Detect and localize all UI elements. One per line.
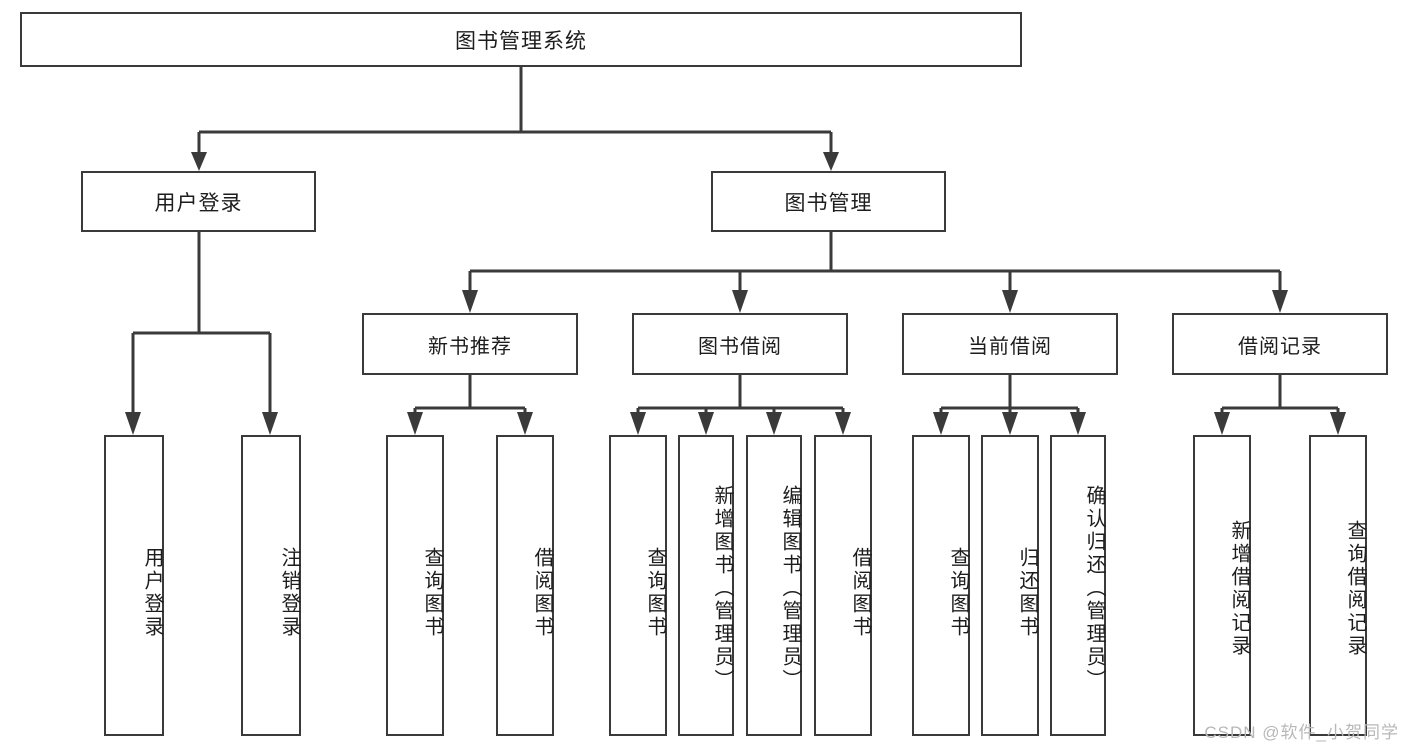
leaf-new-book-recommend-2[interactable]: 借阅图书 <box>496 435 554 736</box>
leaf-label: 编辑图书（管理员） <box>779 485 801 692</box>
leaf-book-borrow-2[interactable]: 新增图书（管理员） <box>678 435 734 736</box>
arrow-bb-c1 <box>630 412 646 435</box>
arrow-bb-c4 <box>835 412 851 435</box>
leaf-borrow-record-1[interactable]: 新增借阅记录 <box>1193 435 1251 736</box>
node-user-login-label: 用户登录 <box>154 191 243 215</box>
arrow-bm-c1 <box>462 290 478 313</box>
node-root[interactable]: 图书管理系统 <box>20 12 1022 67</box>
leaf-book-borrow-1[interactable]: 查询图书 <box>609 435 667 736</box>
arrow-nbr-c1 <box>407 412 423 435</box>
leaf-label: 查询图书 <box>644 546 666 639</box>
arrow-user-login-c1 <box>125 412 141 435</box>
leaf-book-borrow-3[interactable]: 编辑图书（管理员） <box>746 435 802 736</box>
node-new-book-recommend-label: 新书推荐 <box>428 335 512 358</box>
arrow-nbr-c2 <box>517 412 533 435</box>
leaf-label: 新增借阅记录 <box>1228 519 1250 658</box>
node-current-borrow-label: 当前借阅 <box>968 335 1052 358</box>
arrow-user-login-c2 <box>262 412 278 435</box>
leaf-borrow-record-2[interactable]: 查询借阅记录 <box>1309 435 1367 736</box>
node-borrow-record[interactable]: 借阅记录 <box>1172 313 1388 375</box>
arrow-user-login <box>191 152 207 171</box>
arrow-br-c2 <box>1330 412 1346 435</box>
arrow-bm-c3 <box>1002 290 1018 313</box>
node-book-borrow[interactable]: 图书借阅 <box>632 313 848 375</box>
leaf-user-login-2[interactable]: 注销登录 <box>241 435 301 736</box>
arrow-cb-c3 <box>1070 412 1086 435</box>
arrow-bb-c3 <box>766 412 782 435</box>
leaf-label: 查询图书 <box>421 546 443 639</box>
node-current-borrow[interactable]: 当前借阅 <box>902 313 1118 375</box>
leaf-current-borrow-2[interactable]: 归还图书 <box>981 435 1039 736</box>
leaf-label: 注销登录 <box>278 546 300 639</box>
leaf-label: 查询图书 <box>947 546 969 639</box>
node-book-manage[interactable]: 图书管理 <box>711 171 946 232</box>
leaf-user-login-1[interactable]: 用户登录 <box>104 435 164 736</box>
arrow-br-c1 <box>1214 412 1230 435</box>
leaf-label: 借阅图书 <box>531 546 553 639</box>
leaf-current-borrow-3[interactable]: 确认归还（管理员） <box>1050 435 1106 736</box>
arrow-book-manage <box>823 152 839 171</box>
leaf-label: 归还图书 <box>1016 546 1038 639</box>
arrow-bm-c4 <box>1272 290 1288 313</box>
arrow-bm-c2 <box>732 290 748 313</box>
node-root-label: 图书管理系统 <box>455 29 587 53</box>
arrow-bb-c2 <box>698 412 714 435</box>
leaf-label: 新增图书（管理员） <box>711 485 733 692</box>
leaf-book-borrow-4[interactable]: 借阅图书 <box>814 435 872 736</box>
leaf-new-book-recommend-1[interactable]: 查询图书 <box>386 435 444 736</box>
leaf-label: 确认归还（管理员） <box>1083 485 1105 692</box>
leaf-label: 查询借阅记录 <box>1344 519 1366 658</box>
arrow-cb-c1 <box>933 412 949 435</box>
node-user-login[interactable]: 用户登录 <box>81 171 316 232</box>
leaf-label: 用户登录 <box>141 546 163 639</box>
node-borrow-record-label: 借阅记录 <box>1238 335 1322 358</box>
watermark: CSDN @软件_小贺同学 <box>1204 723 1399 742</box>
node-book-borrow-label: 图书借阅 <box>698 335 782 358</box>
leaf-label: 借阅图书 <box>849 546 871 639</box>
node-book-manage-label: 图书管理 <box>784 191 873 215</box>
node-new-book-recommend[interactable]: 新书推荐 <box>362 313 578 375</box>
arrow-cb-c2 <box>1002 412 1018 435</box>
leaf-current-borrow-1[interactable]: 查询图书 <box>912 435 970 736</box>
